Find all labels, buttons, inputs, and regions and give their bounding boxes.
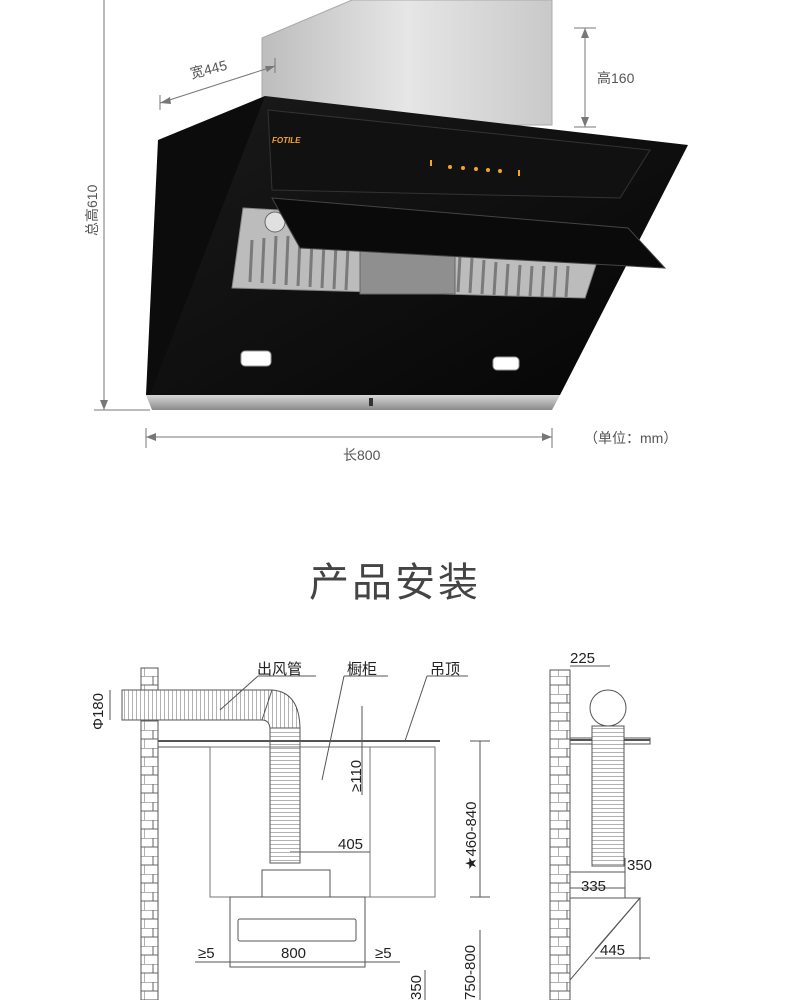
dim-unit: （单位：mm） <box>584 430 678 446</box>
dim-height: 高160 <box>597 70 635 86</box>
dim-side-350: 350 <box>627 857 653 874</box>
brick-wall <box>140 719 159 1000</box>
dim-side-225: 225 <box>570 650 596 667</box>
duct-vertical <box>269 727 301 864</box>
duct-horizontal <box>121 689 273 721</box>
motor-box <box>261 869 331 901</box>
label-cabinet: 橱柜 <box>347 661 378 678</box>
dim-pipe-diameter: Φ180 <box>90 693 107 730</box>
right-light <box>492 356 520 371</box>
dim-350: 350 <box>408 974 425 1000</box>
brand-logo: FOTILE <box>272 136 301 145</box>
label-duct: 出风管 <box>257 661 303 678</box>
dim-405: 405 <box>338 836 364 853</box>
dim-left-gap: ≥5 <box>198 945 215 962</box>
hood-base <box>146 395 560 410</box>
deflector-plate <box>271 197 667 269</box>
control-buttons <box>430 160 520 176</box>
label-ceiling: 吊顶 <box>430 661 461 678</box>
dim-side-445: 445 <box>600 942 626 959</box>
dim-length: 长800 <box>343 447 381 463</box>
dim-min-gap: ≥110 <box>348 759 365 792</box>
left-light <box>240 350 272 367</box>
dim-right-gap: ≥5 <box>375 945 392 962</box>
side-duct-vertical <box>591 725 625 867</box>
dim-total-height: 总高610 <box>84 184 100 236</box>
section-title: 产品安装 <box>309 560 481 606</box>
base-indicator <box>369 398 373 406</box>
side-brick-wall <box>549 669 571 1000</box>
install-dim-lines <box>109 690 490 1000</box>
dim-side-335: 335 <box>581 878 607 895</box>
dim-750-800: 750-800 <box>462 944 479 1000</box>
dim-460-840: ★460-840 <box>463 801 480 871</box>
dimension-lines <box>94 0 596 448</box>
control-panel <box>267 109 651 199</box>
install-front-diagram <box>109 667 490 1000</box>
side-duct-outlet <box>589 689 627 727</box>
hood-panel <box>237 918 357 942</box>
dimension-arrows <box>100 28 589 441</box>
dim-800: 800 <box>281 945 307 962</box>
install-side-diagram <box>549 665 651 1000</box>
grille-slats <box>248 235 570 298</box>
hood-diagram <box>94 0 688 448</box>
